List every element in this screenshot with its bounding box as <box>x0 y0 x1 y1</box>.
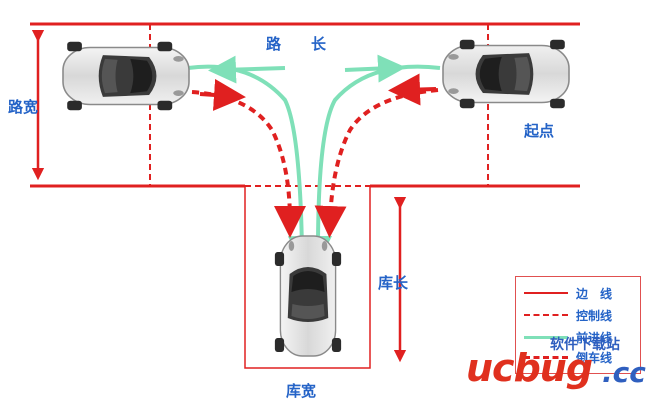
legend-item-reverse-line: 倒车线 <box>516 347 640 367</box>
car-right-start-icon <box>442 39 570 109</box>
legend-item-forward-line: 前进线 <box>516 327 640 347</box>
forward-arrow-left-head <box>208 55 286 84</box>
legend-swatch-reverse <box>524 356 568 359</box>
legend-swatch-forward <box>524 336 568 339</box>
reverse-arrow-right-mid <box>388 73 437 106</box>
road-length-label: 路 长 <box>266 35 327 53</box>
legend-item-edge-line: 边 线 <box>516 283 640 303</box>
car-in-garage-icon <box>274 235 342 357</box>
reverse-path-left <box>191 90 306 238</box>
reverse-arrow-left-mid <box>199 78 246 111</box>
forward-path-right <box>304 64 441 264</box>
legend-swatch-dashed <box>524 314 568 316</box>
legend: 边 线 控制线 前进线 倒车线 <box>515 276 641 374</box>
reverse-path-right <box>314 88 439 238</box>
garage-outline <box>244 186 371 369</box>
start-point-label: 起点 <box>524 122 555 140</box>
legend-label: 控制线 <box>576 309 613 323</box>
garage-width-label: 库宽 <box>286 382 317 400</box>
legend-label: 边 线 <box>576 287 613 301</box>
watermark-tagline: 软件下载站 <box>550 337 620 353</box>
legend-swatch-solid <box>524 292 568 294</box>
legend-label: 前进线 <box>576 331 613 345</box>
legend-label: 倒车线 <box>576 351 613 365</box>
watermark-domain: .cc <box>602 356 646 389</box>
watermark-brand: ucbug <box>466 346 593 390</box>
road-width-label: 路宽 <box>8 98 39 116</box>
forward-arrow-right-head <box>344 54 406 83</box>
car-left-icon <box>62 41 190 111</box>
legend-item-control-line: 控制线 <box>516 305 640 325</box>
garage-length-label: 库长 <box>378 274 409 292</box>
